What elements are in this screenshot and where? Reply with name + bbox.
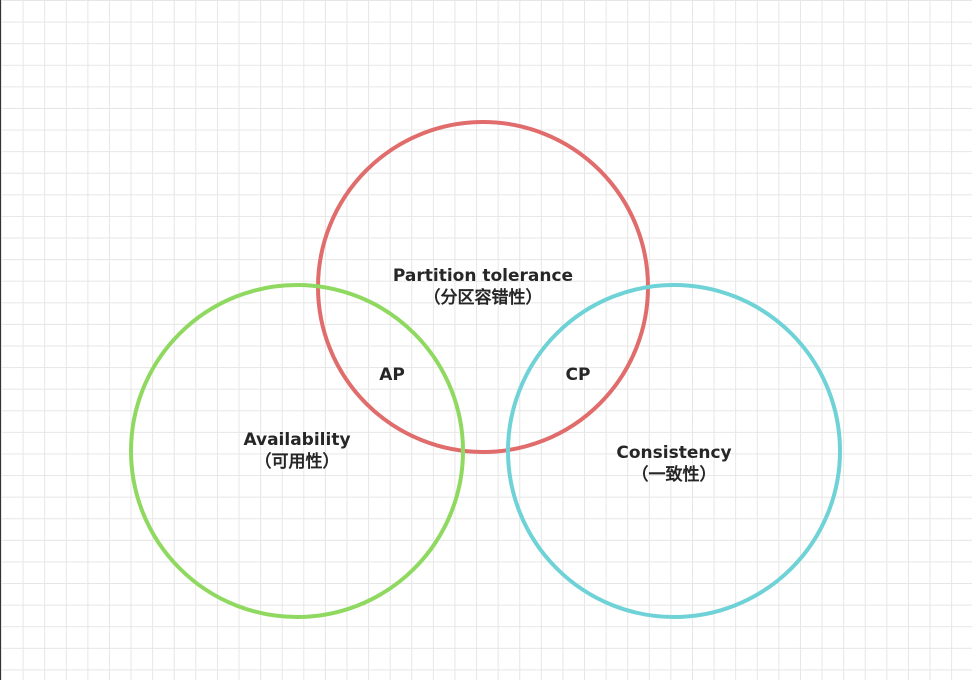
availability-label: Availability （可用性） <box>243 429 350 473</box>
availability-title: Availability <box>243 430 351 450</box>
consistency-label: Consistency （一致性） <box>616 442 731 486</box>
partition-tolerance-label: Partition tolerance （分区容错性） <box>393 265 573 309</box>
ap-intersection-label: AP <box>379 365 405 385</box>
partition-tolerance-subtitle: （分区容错性） <box>423 288 543 308</box>
availability-subtitle: （可用性） <box>254 452 340 472</box>
consistency-circle <box>506 283 842 619</box>
consistency-title: Consistency <box>616 443 732 463</box>
consistency-subtitle: （一致性） <box>631 465 717 485</box>
partition-tolerance-title: Partition tolerance <box>392 266 574 286</box>
availability-circle <box>129 283 465 619</box>
cp-intersection-label: CP <box>565 365 591 385</box>
